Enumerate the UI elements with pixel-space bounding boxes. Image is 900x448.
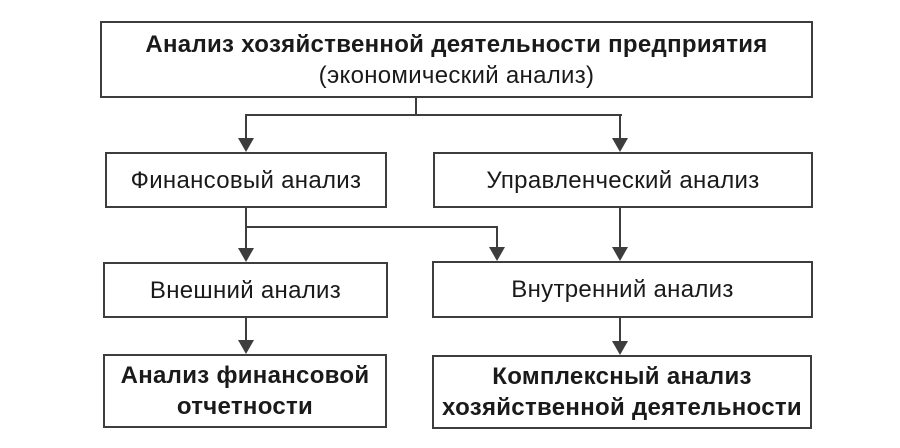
edge-managerial-to-internal-line (619, 207, 621, 248)
node-complex-analysis-line2: хозяйственной деятельности (442, 394, 802, 421)
edge-external-to-reporting-line (245, 317, 247, 341)
node-internal-analysis-label: Внутренний анализ (511, 276, 734, 303)
arrow-down-icon (238, 138, 254, 152)
arrow-down-icon (238, 248, 254, 262)
edge-financial-to-external-line (245, 207, 247, 249)
node-root: Анализ хозяйственной деятельности предпр… (100, 21, 813, 98)
edge-root-to-managerial-line (619, 114, 621, 140)
node-financial-analysis: Финансовый анализ (105, 152, 387, 208)
node-financial-analysis-label: Финансовый анализ (130, 166, 362, 194)
edge-root-stem-line (415, 97, 417, 116)
arrow-down-icon (612, 341, 628, 355)
node-external-analysis-label: Внешний анализ (149, 276, 342, 304)
node-financial-reporting-line1: Анализ финансовой (120, 362, 370, 389)
arrow-down-icon (612, 247, 628, 261)
arrow-down-icon (612, 138, 628, 152)
node-complex-analysis-line1: Комплексный анализ (492, 363, 752, 390)
node-external-analysis: Внешний анализ (103, 262, 388, 318)
edge-root-branch-line (245, 114, 622, 116)
edge-financial-to-internal-line (496, 226, 498, 248)
node-financial-reporting-line2: отчетности (176, 393, 314, 420)
node-managerial-analysis: Управленческий анализ (433, 152, 813, 208)
edge-financial-branch-line (245, 226, 498, 228)
node-financial-reporting-analysis: Анализ финансовой отчетности (103, 354, 387, 428)
node-managerial-analysis-label: Управленческий анализ (486, 166, 760, 194)
arrow-down-icon (489, 247, 505, 261)
arrow-down-icon (238, 340, 254, 354)
node-internal-analysis: Внутренний анализ (432, 261, 813, 318)
node-complex-analysis: Комплексный анализ хозяйственной деятель… (432, 355, 812, 429)
edge-internal-to-complex-line (619, 317, 621, 342)
node-root-title: Анализ хозяйственной деятельности предпр… (145, 30, 768, 58)
edge-root-to-financial-line (245, 114, 247, 140)
node-root-subtitle: (экономический анализ) (318, 61, 595, 89)
